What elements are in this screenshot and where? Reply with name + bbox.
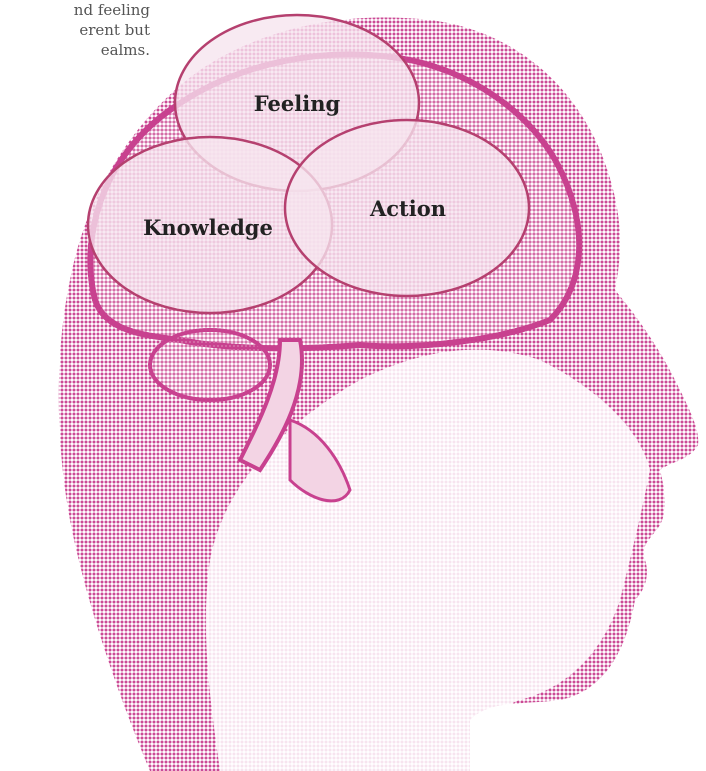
- feeling-label: Feeling: [254, 91, 341, 116]
- cerebellum-shape: [150, 330, 270, 400]
- caption-line-1: nd feeling: [0, 0, 150, 20]
- caption-text: nd feeling erent but ealms.: [0, 0, 150, 60]
- caption-line-2: erent but: [0, 20, 150, 40]
- action-label: Action: [369, 196, 446, 221]
- caption-line-3: ealms.: [0, 40, 150, 60]
- knowledge-label: Knowledge: [143, 215, 273, 240]
